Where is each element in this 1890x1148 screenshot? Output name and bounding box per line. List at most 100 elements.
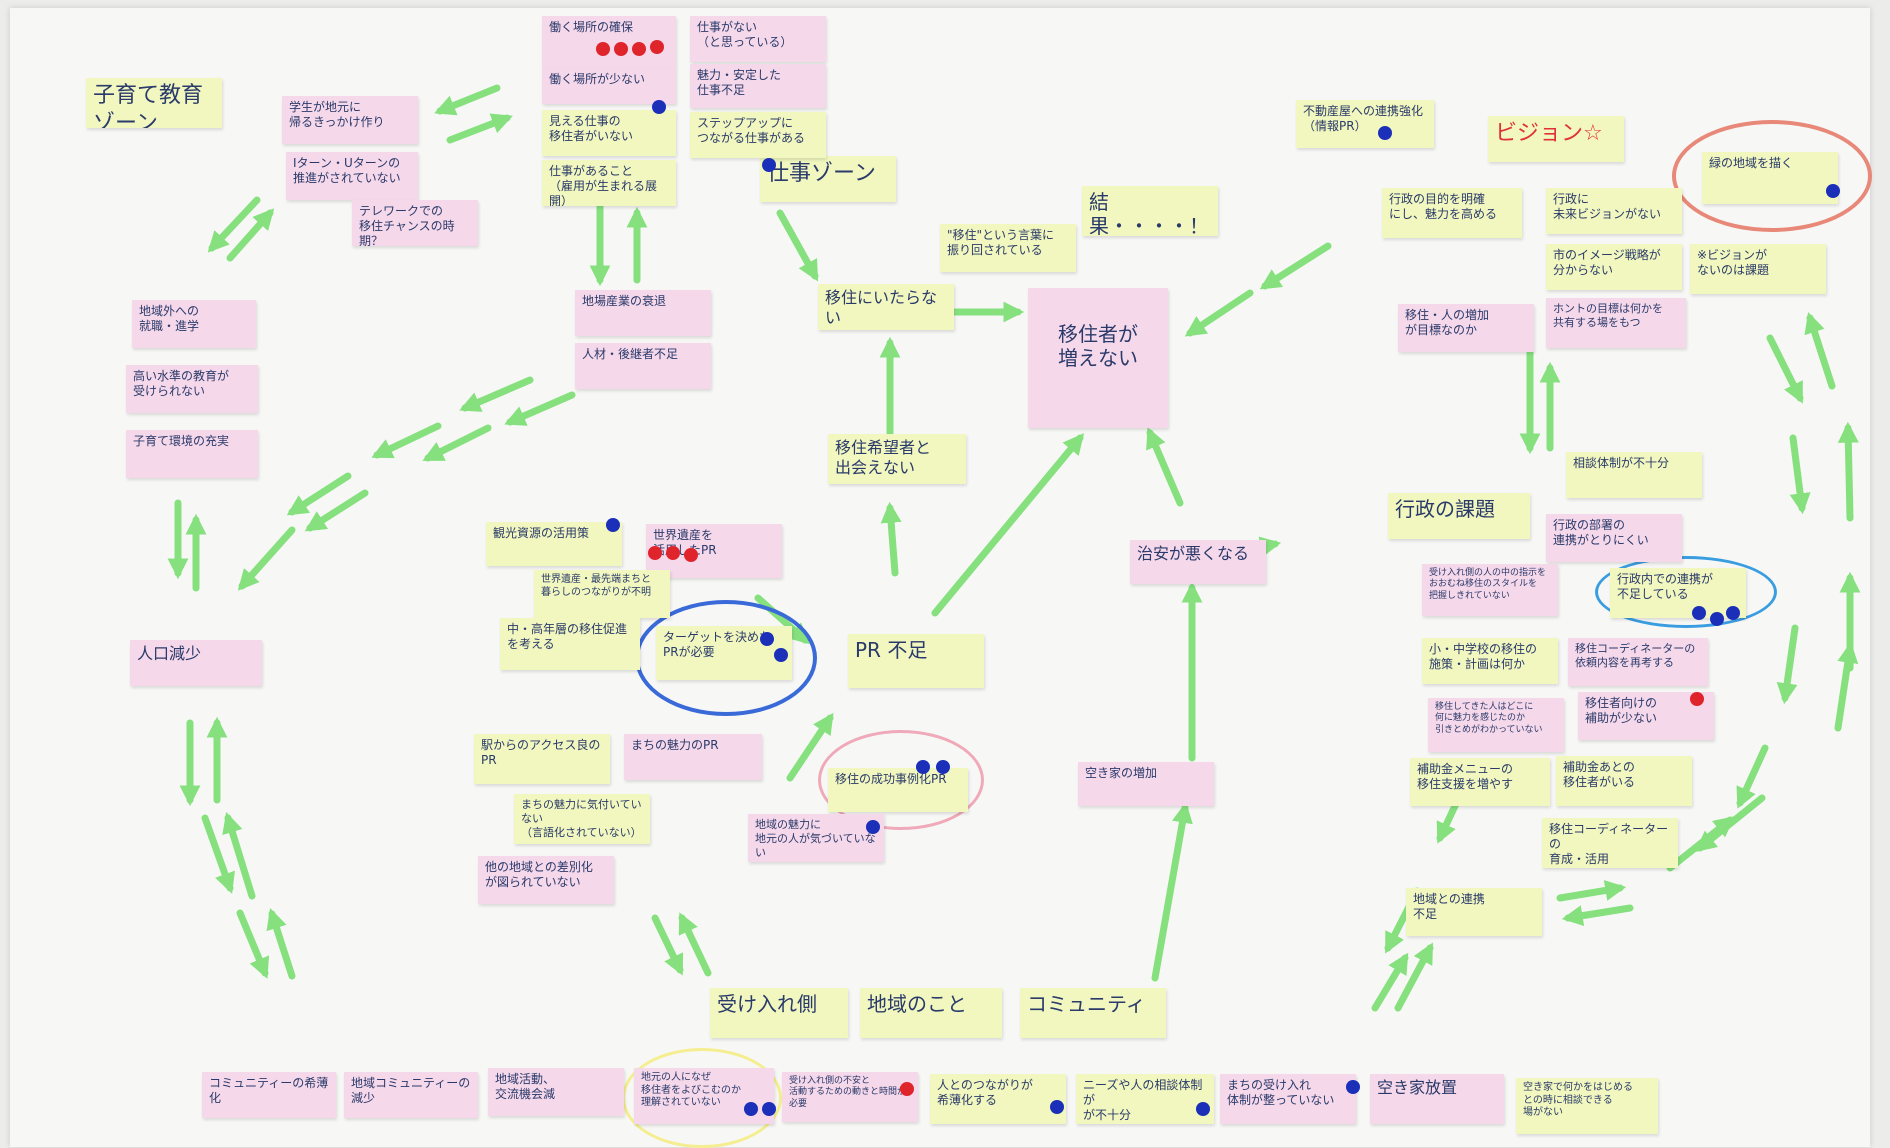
- red-dot: [614, 42, 628, 56]
- blue-dot: [916, 760, 930, 774]
- blue-dot: [1710, 612, 1724, 626]
- note: 学生が地元に 帰るきっかけ作り: [282, 96, 418, 144]
- note: "移住"という言葉に 振り回されている: [940, 224, 1076, 272]
- note: 小・中学校の移住の 施策・計画は何か: [1422, 638, 1558, 684]
- highlight-circle: [1595, 556, 1777, 628]
- note: まちの魅力に気付いていない （言語化されていない）: [514, 794, 650, 844]
- arrow: [226, 208, 275, 262]
- red-dot: [650, 40, 664, 54]
- note: PR 不足: [848, 634, 984, 688]
- note: 行政の目的を明確 にし、魅力を高める: [1382, 188, 1522, 238]
- note: 空き家で何かをはじめる との時に相談できる 場がない: [1516, 1078, 1658, 1134]
- arrow: [201, 814, 235, 894]
- note: 子育て環境の充実: [126, 430, 258, 478]
- arrow: [266, 908, 296, 980]
- note: 高い水準の教育が 受けられない: [126, 365, 258, 413]
- note: 空き家放置: [1370, 1074, 1504, 1124]
- arrow: [1146, 427, 1184, 507]
- blue-dot: [1050, 1100, 1064, 1114]
- arrow: [1556, 880, 1627, 902]
- note: ニーズや人の相談体制が が不十分: [1076, 1074, 1214, 1124]
- note: 治安が悪くなる: [1130, 540, 1266, 584]
- arrow: [1561, 904, 1634, 927]
- arrow: [446, 113, 513, 144]
- zone-kosodate: 子育て教育ゾーン: [86, 78, 222, 128]
- note: 相談体制が不十分: [1566, 452, 1702, 498]
- note: 行政の部署の 連携がとりにくい: [1546, 514, 1682, 562]
- note: 中・高年層の移住促進 を考える: [500, 618, 640, 670]
- arrow: [1695, 794, 1766, 852]
- note: 人口減少: [130, 640, 262, 686]
- blue-dot: [606, 518, 620, 532]
- note: 仕事がない （と思っている）: [690, 16, 826, 62]
- note-ijuusha-fueru: 移住者が 増えない: [1028, 288, 1168, 428]
- blue-dot: [762, 158, 776, 172]
- note: 地域コミュニティーの減少: [344, 1072, 478, 1118]
- note: 移住の成功事例化PR: [828, 768, 968, 812]
- whiteboard: 子育て教育ゾーン 仕事ゾーン 結果・・・・！ ビジョン☆ 行政の課題 受け入れ側…: [10, 8, 1872, 1148]
- note: 移住・人の増加 が目標なのか: [1398, 304, 1534, 352]
- arrow: [1736, 744, 1769, 809]
- blue-dot: [744, 1102, 758, 1116]
- note: 移住してきた人はどこに 何に魅力を感じたのか 引きとめがわかっていない: [1428, 698, 1564, 752]
- arrow: [786, 712, 834, 782]
- note: まちの魅力のPR: [624, 734, 762, 780]
- arrow: [371, 422, 442, 459]
- arrow: [1394, 942, 1434, 1012]
- note: ホントの目標は何かを 共有する場をもつ: [1546, 298, 1686, 348]
- note: 行政内での連携が 不足している: [1610, 568, 1746, 618]
- note: 地域の魅力に 地元の人が気づいていない: [748, 814, 884, 862]
- red-dot: [900, 1082, 914, 1096]
- arrow: [1371, 952, 1409, 1012]
- blue-dot: [1726, 606, 1740, 620]
- red-dot: [666, 546, 680, 560]
- note: 受け入れ側の不安と 活動するための動きと時間が必要: [782, 1072, 918, 1122]
- arrow: [1184, 289, 1254, 337]
- arrow: [1151, 801, 1193, 982]
- note: 地域との連携 不足: [1406, 888, 1542, 936]
- arrow: [1804, 312, 1836, 390]
- blue-dot: [866, 820, 880, 834]
- note: 補助金メニューの 移住支援を増やす: [1410, 758, 1550, 806]
- blue-dot: [1826, 184, 1840, 198]
- blue-dot: [652, 100, 666, 114]
- arrow: [237, 526, 296, 591]
- red-dot: [596, 42, 610, 56]
- arrow: [651, 914, 684, 976]
- zone-ukeire: 受け入れ側: [710, 988, 848, 1038]
- arrow: [304, 489, 369, 532]
- blue-dot: [936, 760, 950, 774]
- note: 観光資源の活用策: [486, 522, 622, 566]
- arrow: [459, 376, 534, 412]
- blue-dot: [1196, 1102, 1210, 1116]
- note: 地域活動、 交流機会減: [488, 1068, 624, 1116]
- note: 不動産屋への連携強化 （情報PR）: [1296, 100, 1434, 148]
- note: 移住にいたらない: [818, 284, 954, 330]
- note: ステップアップに つながる仕事がある: [690, 112, 826, 158]
- note: 地場産業の衰退: [575, 290, 711, 336]
- zone-chiiki: 地域のこと: [860, 988, 1002, 1038]
- note: 移住コーディネーターの 育成・活用: [1542, 818, 1678, 868]
- note: 仕事があること （雇用が生まれる展開）: [542, 160, 676, 206]
- note: 受け入れ側の人の中の指示を おおむね移住のスタイルを 把握しきれていない: [1422, 564, 1558, 616]
- note: 地域外への 就職・進学: [132, 300, 256, 348]
- zone-kekka: 結果・・・・！: [1082, 186, 1218, 236]
- note: 行政に 未来ビジョンがない: [1546, 188, 1682, 234]
- blue-dot: [760, 632, 774, 646]
- arrow: [931, 433, 1085, 617]
- note: 補助金あとの 移住者がいる: [1556, 756, 1692, 806]
- red-dot: [648, 546, 662, 560]
- note: 働く場所が少ない: [542, 68, 676, 104]
- arrow: [1837, 421, 1859, 522]
- arrow: [880, 501, 902, 577]
- note: 人とのつながりが 希薄化する: [930, 1074, 1066, 1124]
- blue-dot: [1692, 606, 1706, 620]
- arrow: [1776, 624, 1799, 705]
- arrow: [1259, 242, 1332, 290]
- note: Iターン・Uターンの 推進がされていない: [286, 152, 418, 200]
- note: 世界遺産・最先端まちと 暮らしのつながりが不明: [534, 570, 670, 618]
- note: コミュニティーの希薄化: [202, 1072, 336, 1118]
- note: 魅力・安定した 仕事不足: [690, 64, 826, 108]
- arrow: [422, 424, 492, 462]
- note: 空き家の増加: [1078, 762, 1214, 806]
